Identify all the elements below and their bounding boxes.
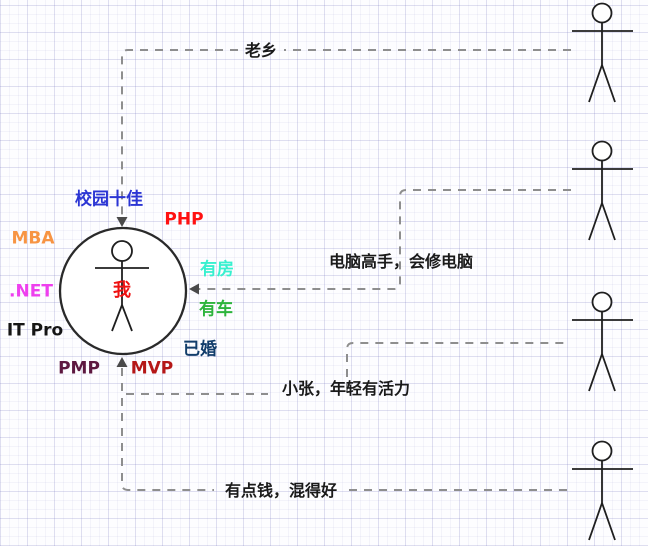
arrowhead-left-icon	[189, 283, 199, 295]
arrowhead-down-icon	[116, 217, 128, 227]
arrowhead-up-icon	[116, 357, 128, 367]
relation-label-wealthy: 有点钱，混得好	[224, 481, 338, 501]
connector-wealthy	[116, 357, 570, 491]
attribute-label-it-pro: IT Pro	[6, 320, 64, 341]
attribute-label-dotnet: .NET	[9, 281, 53, 302]
stick-figure-3-icon	[572, 291, 633, 392]
stick-figure-2-icon	[572, 140, 633, 241]
me-label: 我	[113, 280, 131, 302]
attribute-label-mba: MBA	[11, 228, 55, 249]
stick-figure-1-icon	[572, 2, 633, 103]
connector-computer-expert	[189, 189, 571, 295]
attribute-label-mvp: MVP	[130, 358, 174, 379]
attribute-label-has-car: 有车	[199, 299, 233, 320]
attribute-label-pmp: PMP	[58, 358, 100, 379]
connector-xiaozhang	[126, 342, 569, 395]
attribute-label-has-house: 有房	[200, 259, 234, 280]
stick-figure-4-icon	[572, 440, 633, 541]
me-stick-figure-icon	[95, 240, 149, 332]
connector-fellow-townsman	[116, 49, 571, 227]
attribute-label-php: PHP	[164, 209, 204, 230]
relation-label-computer-expert: 电脑高手，会修电脑	[328, 252, 474, 272]
attribute-label-campus-top-ten: 校园十佳	[75, 189, 143, 210]
attribute-label-married: 已婚	[183, 339, 217, 360]
relation-label-xiaozhang: 小张，年轻有活力	[281, 379, 411, 399]
me-circle	[58, 226, 188, 356]
relation-label-fellow-townsman: 老乡	[244, 41, 278, 61]
